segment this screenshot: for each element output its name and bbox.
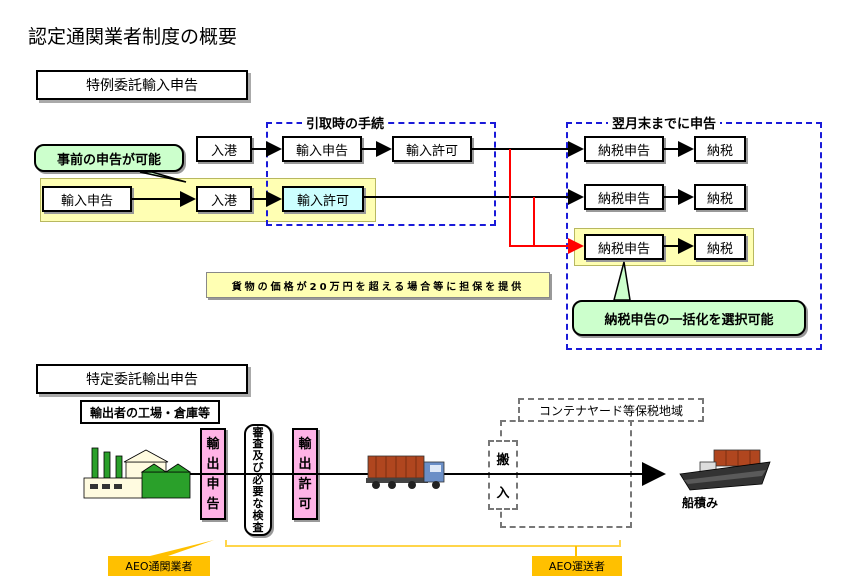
inspection-char: 検 bbox=[252, 508, 264, 522]
export-permit-char: 許 bbox=[298, 476, 312, 492]
row2-import-declaration: 輸入申告 bbox=[42, 186, 132, 212]
export-permit-char: 可 bbox=[298, 496, 312, 512]
inspection-char: 及 bbox=[252, 449, 264, 463]
pickup-procedure-label: 引取時の手続 bbox=[302, 113, 389, 132]
factory-icon bbox=[83, 447, 192, 499]
security-note: 貨物の価格が20万円を超える場合等に担保を提供 bbox=[206, 272, 550, 298]
inspection-char: 必 bbox=[252, 473, 264, 487]
export-declare-char: 告 bbox=[206, 496, 220, 512]
inspection-char: な bbox=[252, 496, 264, 510]
ship-icon bbox=[679, 449, 771, 491]
truck-icon bbox=[366, 455, 445, 489]
import-section-header: 特例委託輸入申告 bbox=[36, 70, 248, 100]
tax-payment-1: 納税 bbox=[694, 136, 746, 162]
aeo-broker-pointer bbox=[150, 540, 214, 556]
export-section-header: 特定委託輸出申告 bbox=[36, 364, 248, 394]
inspection-char: 査 bbox=[252, 437, 264, 451]
row1-arrival: 入港 bbox=[196, 136, 252, 162]
inspection-char: 要 bbox=[252, 484, 264, 498]
export-declare-char: 申 bbox=[206, 476, 220, 492]
tax-payment-2: 納税 bbox=[694, 184, 746, 210]
export-permit-char: 出 bbox=[298, 456, 312, 472]
tax-payment-3: 納税 bbox=[694, 234, 746, 260]
carry-in-char-1: 搬 bbox=[496, 453, 510, 468]
tax-declaration-2: 納税申告 bbox=[584, 184, 664, 210]
loading-label: 船積み bbox=[682, 496, 719, 510]
inspection-char: び bbox=[252, 461, 264, 475]
export-declare-char: 出 bbox=[206, 456, 220, 472]
factory-label: 輸出者の工場・倉庫等 bbox=[80, 400, 220, 424]
page-title: 認定通関業者制度の概要 bbox=[28, 26, 238, 48]
row2-import-permit: 輸入許可 bbox=[282, 186, 364, 212]
row2-arrival: 入港 bbox=[196, 186, 252, 212]
monthend-label: 翌月末までに申告 bbox=[608, 113, 721, 132]
row1-import-permit: 輸入許可 bbox=[392, 136, 472, 162]
bulk-tax-callout: 納税申告の一括化を選択可能 bbox=[572, 300, 806, 336]
container-yard-label: コンテナヤード等保税地域 bbox=[518, 398, 704, 422]
inspection-char: 査 bbox=[252, 520, 264, 534]
aeo-broker-label: AEO通関業者 bbox=[108, 556, 210, 576]
tax-declaration-1: 納税申告 bbox=[584, 136, 664, 162]
row1-import-declaration: 輸入申告 bbox=[282, 136, 362, 162]
export-permit-char: 輸 bbox=[298, 436, 312, 452]
prior-declaration-callout: 事前の申告が可能 bbox=[34, 144, 184, 172]
aeo-carrier-label: AEO運送者 bbox=[532, 556, 622, 576]
aeo-bracket bbox=[225, 540, 621, 547]
red-branch-1 bbox=[509, 149, 584, 254]
export-declare-char: 輸 bbox=[206, 436, 220, 452]
inspection-box: 審 査 及 び 必 要 な 検 査 bbox=[244, 424, 272, 536]
prior-callout-tail bbox=[139, 171, 187, 183]
inspection-char: 審 bbox=[252, 425, 264, 439]
bulk-callout-tail bbox=[613, 261, 631, 301]
tax-declaration-3: 納税申告 bbox=[584, 234, 664, 260]
carry-in-char-2: 入 bbox=[496, 486, 510, 501]
